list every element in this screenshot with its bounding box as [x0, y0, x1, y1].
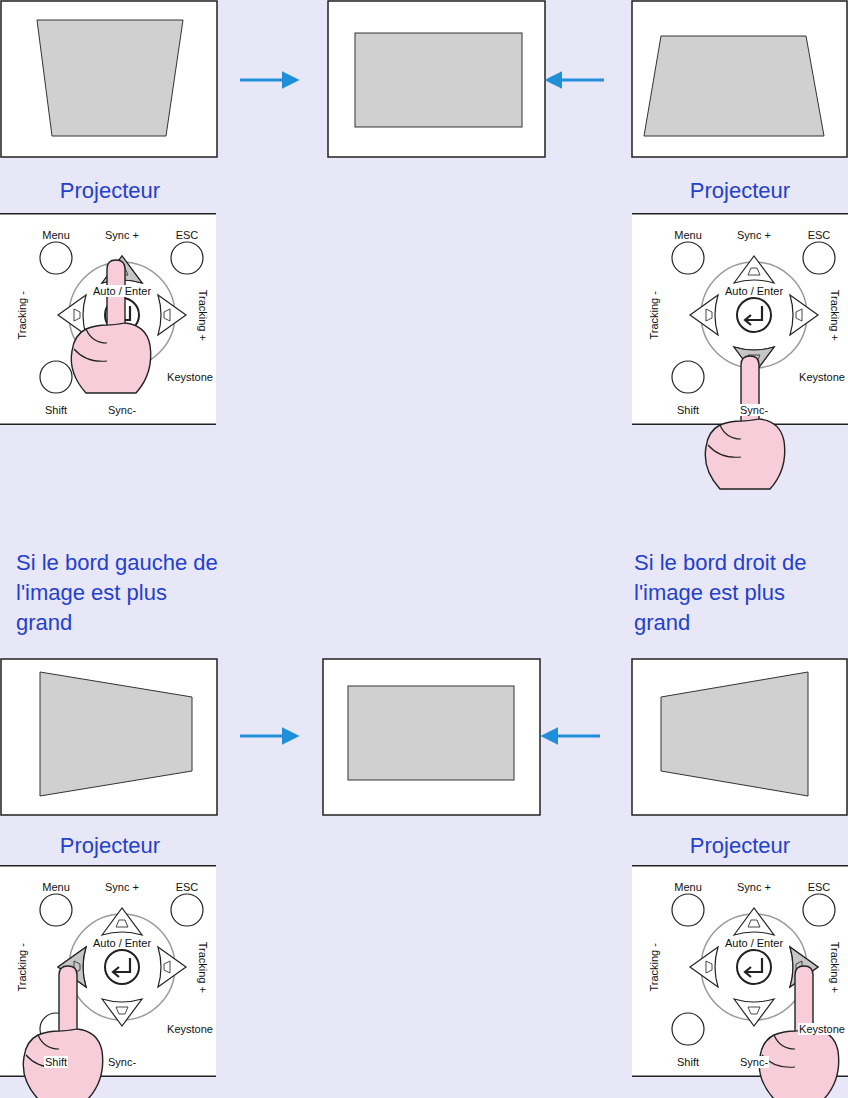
button-label: Tracking -	[16, 942, 29, 993]
button-label: Keystone	[166, 1023, 214, 1036]
button-label: Tracking +	[829, 288, 842, 341]
keystone-icons	[706, 268, 802, 362]
button-label: Auto / Enter	[92, 285, 152, 298]
button-label: Sync +	[104, 881, 140, 894]
button-label: Tracking -	[648, 942, 661, 993]
button-label: Menu	[673, 229, 703, 242]
button-label: Sync-	[107, 1056, 137, 1069]
button-label: Keystone	[798, 371, 846, 384]
screen	[1, 659, 217, 815]
arrow	[240, 79, 296, 82]
button-label: Shift	[44, 404, 68, 417]
control-panel	[632, 213, 848, 489]
screen	[323, 659, 540, 815]
control-panel	[632, 865, 848, 1098]
control-panel	[0, 213, 216, 425]
button-label: Sync +	[736, 881, 772, 894]
button-label: Keystone	[166, 371, 214, 384]
control-panel	[0, 865, 216, 1098]
button-label: ESC	[807, 229, 832, 242]
screen	[1, 1, 217, 157]
screen	[328, 1, 545, 157]
button-label: Menu	[41, 229, 71, 242]
corrected-image	[348, 686, 514, 780]
button-label: Auto / Enter	[724, 285, 784, 298]
button-label: Tracking +	[829, 940, 842, 993]
button-label: Sync-	[739, 404, 769, 417]
button-label: Auto / Enter	[92, 937, 152, 950]
screen	[632, 659, 847, 815]
button-label: Tracking +	[197, 288, 210, 341]
hand	[23, 966, 102, 1098]
projector-label: Projecteur	[690, 178, 790, 203]
corrected-image	[355, 33, 522, 127]
button-label: Sync-	[107, 404, 137, 417]
projector-label: Projecteur	[60, 178, 160, 203]
button-label: ESC	[175, 229, 200, 242]
button-label: Menu	[41, 881, 71, 894]
projector-label: Projecteur	[690, 833, 790, 858]
button-label: Auto / Enter	[724, 937, 784, 950]
condition-heading: Si le bord gauche de l'image est plus gr…	[16, 548, 221, 638]
projector-label: Projecteur	[60, 833, 160, 858]
button-label: Shift	[44, 1056, 68, 1069]
screen-row-bottom	[1, 659, 847, 815]
screen	[632, 1, 847, 157]
condition-heading: Si le bord droit de l'image est plus gra…	[634, 548, 842, 638]
keystone-icons	[706, 920, 802, 1014]
hand	[71, 260, 150, 393]
keystone-image	[644, 36, 824, 136]
button-label: Sync +	[104, 229, 140, 242]
hand	[705, 356, 784, 489]
button-label: Shift	[676, 404, 700, 417]
button-label: Keystone	[798, 1023, 846, 1036]
panel-buttons	[632, 213, 848, 425]
panel-buttons	[0, 213, 216, 425]
keystone-image	[37, 20, 183, 136]
button-label: Shift	[676, 1056, 700, 1069]
button-label: Sync-	[739, 1056, 769, 1069]
button-label: ESC	[807, 881, 832, 894]
button-label: Sync +	[736, 229, 772, 242]
screen-row-top	[1, 1, 847, 157]
arrow	[544, 735, 600, 738]
button-label: Tracking -	[648, 290, 661, 341]
button-label: Tracking +	[197, 940, 210, 993]
keystone-image	[661, 672, 808, 796]
arrow	[240, 735, 296, 738]
button-label: ESC	[175, 881, 200, 894]
button-label: Tracking -	[16, 290, 29, 341]
keystone-icons	[74, 920, 170, 1014]
arrow	[548, 79, 604, 82]
button-label: Menu	[673, 881, 703, 894]
keystone-image	[40, 672, 192, 796]
